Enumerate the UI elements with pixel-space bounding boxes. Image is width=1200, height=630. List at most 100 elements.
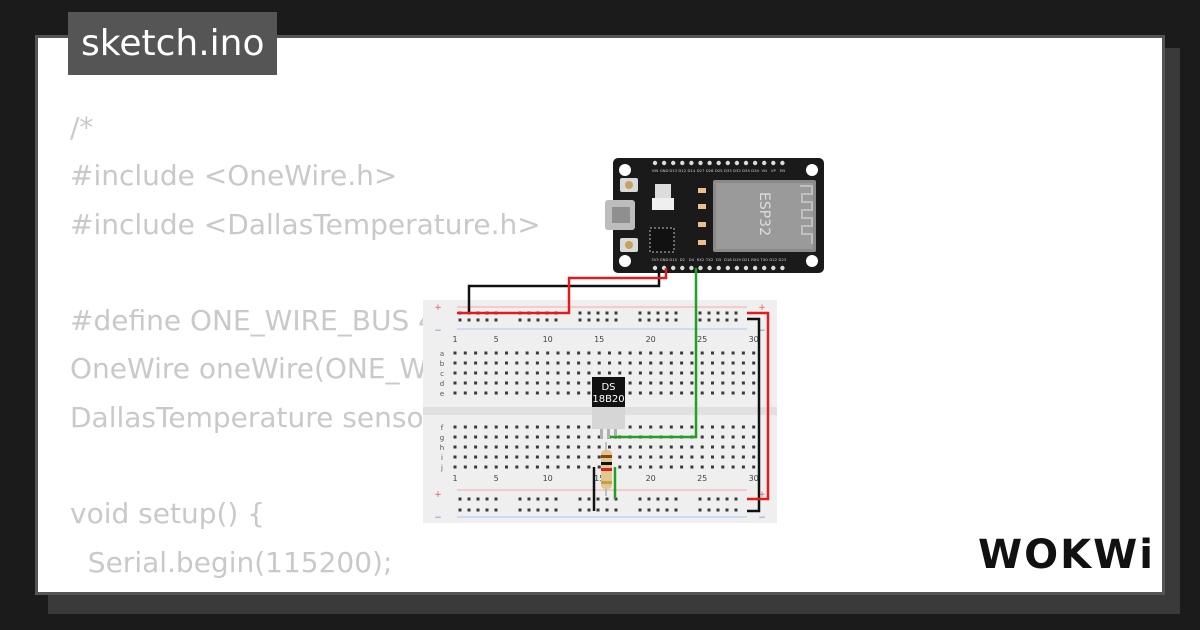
rail-plus-label: + bbox=[758, 303, 766, 313]
rail-hole bbox=[614, 311, 618, 315]
rail-hole bbox=[698, 508, 702, 512]
pin bbox=[680, 160, 685, 166]
breadboard-hole bbox=[741, 455, 745, 459]
pin bbox=[698, 265, 703, 271]
breadboard-hole bbox=[638, 465, 642, 469]
pin bbox=[743, 265, 749, 271]
breadboard-hole bbox=[577, 351, 581, 355]
rail-hole bbox=[536, 508, 540, 512]
mount-hole bbox=[619, 164, 631, 176]
breadboard-hole bbox=[752, 455, 756, 459]
file-tab[interactable]: sketch.ino bbox=[68, 12, 278, 75]
sensor-leg bbox=[607, 429, 610, 439]
rail-hole bbox=[734, 318, 738, 322]
breadboard-hole bbox=[669, 455, 673, 459]
rail-hole bbox=[587, 318, 591, 322]
breadboard-hole bbox=[515, 371, 519, 375]
breadboard-hole bbox=[711, 445, 714, 449]
breadboard-hole bbox=[474, 455, 478, 459]
rail-hole bbox=[476, 497, 480, 501]
breadboard-hole bbox=[453, 391, 457, 395]
breadboard-hole bbox=[453, 435, 457, 439]
pin bbox=[771, 160, 776, 166]
row-letter: b bbox=[440, 360, 445, 368]
breadboard-hole bbox=[618, 351, 622, 355]
esp32-module-shield bbox=[716, 183, 813, 249]
breadboard-hole bbox=[546, 361, 550, 365]
breadboard-hole bbox=[566, 465, 570, 469]
breadboard-hole bbox=[546, 445, 550, 449]
breadboard-hole bbox=[659, 391, 663, 395]
pin-label: D18 bbox=[724, 257, 732, 262]
breadboard-hole bbox=[463, 371, 467, 375]
breadboard-hole bbox=[628, 465, 632, 469]
pin bbox=[652, 265, 658, 271]
breadboard-hole bbox=[525, 381, 529, 385]
breadboard-hole bbox=[505, 371, 508, 375]
breadboard-hole bbox=[649, 425, 653, 429]
pin bbox=[743, 160, 749, 166]
breadboard-hole bbox=[638, 455, 642, 459]
sensor-label-line1: DS bbox=[601, 382, 615, 393]
rail-hole bbox=[605, 508, 609, 512]
breadboard-hole bbox=[680, 371, 684, 375]
rail-hole bbox=[467, 318, 471, 322]
column-number: 30 bbox=[749, 335, 759, 344]
breadboard-hole bbox=[721, 391, 725, 395]
rail-hole bbox=[536, 318, 540, 322]
breadboard-hole bbox=[638, 381, 642, 385]
pin-label: D34 bbox=[751, 168, 759, 173]
breadboard-hole bbox=[587, 425, 591, 429]
breadboard-hole bbox=[741, 381, 745, 385]
breadboard-hole bbox=[587, 465, 591, 469]
breadboard-hole bbox=[505, 445, 508, 449]
breadboard-hole bbox=[690, 391, 694, 395]
breadboard-hole bbox=[752, 465, 756, 469]
pin-label: TX0 bbox=[760, 257, 769, 262]
pin bbox=[725, 265, 730, 271]
breadboard-hole bbox=[505, 435, 508, 439]
breadboard-hole bbox=[535, 351, 539, 355]
breadboard-hole bbox=[618, 465, 622, 469]
breadboard-hole bbox=[690, 425, 694, 429]
row-letter: i bbox=[441, 454, 443, 462]
rail-hole bbox=[476, 318, 480, 322]
breadboard-hole bbox=[680, 445, 684, 449]
breadboard-hole bbox=[494, 435, 498, 439]
breadboard-hole bbox=[515, 455, 519, 459]
breadboard-hole bbox=[680, 361, 684, 365]
breadboard-hole bbox=[649, 391, 653, 395]
breadboard-hole bbox=[535, 381, 539, 385]
pin-label: D32 bbox=[733, 168, 741, 173]
breadboard-hole bbox=[618, 455, 622, 459]
pin bbox=[707, 265, 712, 271]
breadboard-hole bbox=[463, 445, 467, 449]
breadboard-hole bbox=[618, 445, 622, 449]
pin bbox=[671, 265, 676, 271]
reset-button-cap bbox=[625, 241, 633, 249]
breadboard-hole bbox=[566, 381, 570, 385]
breadboard-hole bbox=[669, 351, 673, 355]
breadboard-hole bbox=[711, 351, 714, 355]
wire-data bbox=[610, 268, 698, 439]
pin bbox=[734, 265, 740, 271]
breadboard-hole bbox=[566, 425, 570, 429]
breadboard-hole bbox=[474, 445, 478, 449]
rail-hole bbox=[665, 318, 669, 322]
breadboard-hole bbox=[700, 435, 704, 439]
rail-hole bbox=[656, 497, 660, 501]
breadboard-hole bbox=[721, 445, 725, 449]
breadboard-hole bbox=[731, 455, 735, 459]
rail-hole bbox=[596, 508, 600, 512]
pin-label: GND bbox=[660, 257, 669, 262]
rail-hole bbox=[578, 497, 582, 501]
column-number: 1 bbox=[452, 335, 457, 344]
rail-hole bbox=[725, 318, 729, 322]
breadboard-hole bbox=[566, 351, 570, 355]
rail-hole bbox=[485, 497, 489, 501]
rail-hole bbox=[716, 497, 720, 501]
breadboard-hole bbox=[535, 371, 539, 375]
pin bbox=[734, 160, 740, 166]
breadboard-hole bbox=[474, 425, 478, 429]
